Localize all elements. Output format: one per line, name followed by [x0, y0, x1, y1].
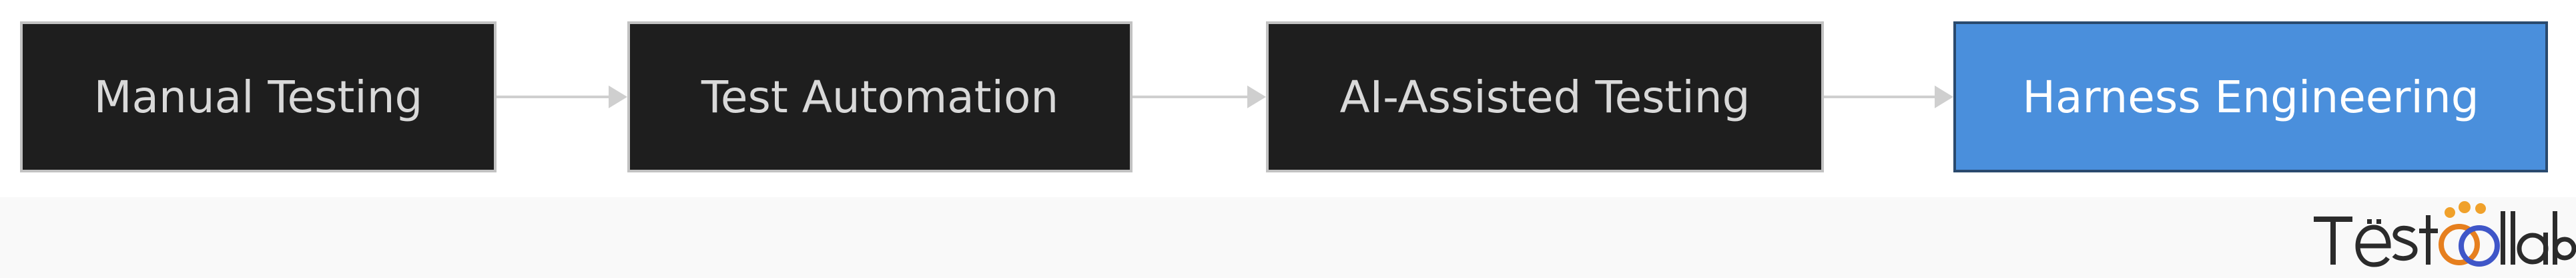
- step-manual-testing: Manual Testing: [20, 21, 497, 172]
- arrow-3: [1824, 86, 1953, 108]
- arrow-2: [1133, 86, 1266, 108]
- step-harness-engineering: Harness Engineering: [1953, 21, 2548, 172]
- flow-connectors: [497, 86, 1953, 108]
- step-label: Manual Testing: [93, 71, 423, 123]
- step-label: Harness Engineering: [2022, 71, 2479, 123]
- step-ai-assisted-testing: AI-Assisted Testing: [1266, 21, 1824, 172]
- step-label: Test Automation: [701, 71, 1059, 123]
- footer-band: [0, 197, 2576, 278]
- testcollab-logo: [2314, 201, 2576, 267]
- step-label: AI-Assisted Testing: [1339, 71, 1750, 123]
- step-test-automation: Test Automation: [627, 21, 1133, 172]
- arrow-1: [497, 86, 627, 108]
